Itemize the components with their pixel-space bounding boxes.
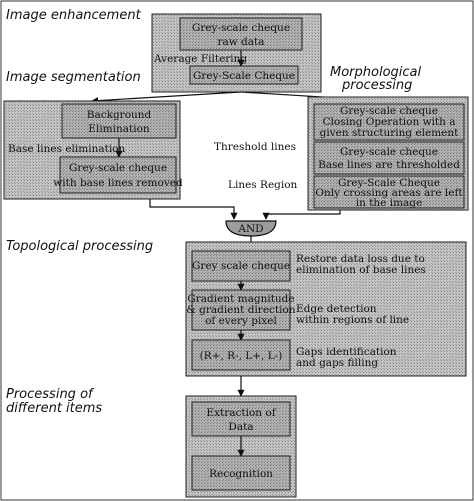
gradient-line2: & gradient direction (186, 304, 295, 316)
thresholded-line1: Grey-scale cheque (340, 146, 438, 158)
closing-line3: given structuring element (320, 127, 459, 139)
thresholded-box (313, 141, 465, 175)
closing-line1: Grey-scale cheque (340, 105, 438, 117)
threshold-lines-label: Threshold lines (214, 141, 296, 153)
filtered-cheque-box (189, 65, 299, 85)
closing-line2: Closing Operation with a (322, 116, 455, 128)
extraction-line2: Data (228, 421, 253, 433)
filtered-cheque-label: Grey-Scale Cheque (193, 70, 295, 82)
section-title-topological: Topological processing (6, 239, 153, 254)
average-filtering-label: Average Filtering (153, 53, 247, 65)
background-line2: Elimination (88, 123, 150, 135)
crossing-line3: in the image (356, 197, 423, 209)
restore-note-line2: elimination of base lines (296, 264, 426, 276)
gaps-note-line1: Gaps identification (296, 346, 397, 358)
recognition-label: Recognition (209, 468, 273, 480)
removed-line2: with base lines removed (53, 177, 183, 189)
section-title-enhancement: Image enhancement (6, 8, 142, 23)
background-elimination-box (61, 103, 177, 139)
raw-data-line2: raw data (217, 36, 264, 48)
closing-operation-box (313, 103, 465, 141)
recognition-box (191, 455, 291, 491)
removed-line1: Grey-scale cheque (69, 162, 167, 174)
formula-box (191, 339, 291, 371)
raw-data-box (179, 17, 303, 51)
edge-note-line1: Edge detection (296, 303, 377, 315)
raw-data-line1: Grey-scale cheque (192, 22, 290, 34)
formula-label: (R+, R-, L+, L-) (200, 350, 283, 362)
base-lines-removed-box (59, 156, 177, 194)
connector-segmentation-to-and (149, 199, 238, 220)
connector-morphological-to-and (262, 210, 341, 220)
section-title-segmentation: Image segmentation (6, 70, 141, 85)
background-line1: Background (87, 109, 152, 121)
restore-box (191, 250, 291, 282)
connector-to-segmentation (91, 91, 242, 105)
section-title-items-2: different items (6, 401, 102, 416)
gradient-line1: Gradient magnitude (187, 293, 294, 305)
gaps-note-line2: and gaps filling (296, 357, 378, 369)
section-title-morphological-2: processing (341, 78, 412, 93)
extraction-line1: Extraction of (206, 407, 276, 419)
gradient-box (191, 289, 291, 331)
crossing-line1: Grey-Scale Cheque (338, 177, 440, 189)
and-gate-label: AND (237, 223, 263, 235)
section-title-items-1: Processing of (6, 387, 95, 402)
base-lines-elimination-label: Base lines elimination (8, 143, 126, 155)
restore-box-label: Grey scale cheque (192, 260, 290, 272)
extraction-box (191, 401, 291, 437)
crossing-areas-box (313, 175, 465, 209)
lines-region-label: Lines Region (228, 179, 298, 191)
section-title-morphological-1: Morphological (330, 65, 422, 80)
gradient-line3: of every pixel (205, 315, 277, 327)
restore-note-line1: Restore data loss due to (296, 253, 425, 265)
thresholded-line2: Base lines are thresholded (318, 159, 460, 171)
crossing-line2: Only crossing areas are left (315, 187, 463, 199)
edge-note-line2: within regions of line (296, 314, 409, 326)
